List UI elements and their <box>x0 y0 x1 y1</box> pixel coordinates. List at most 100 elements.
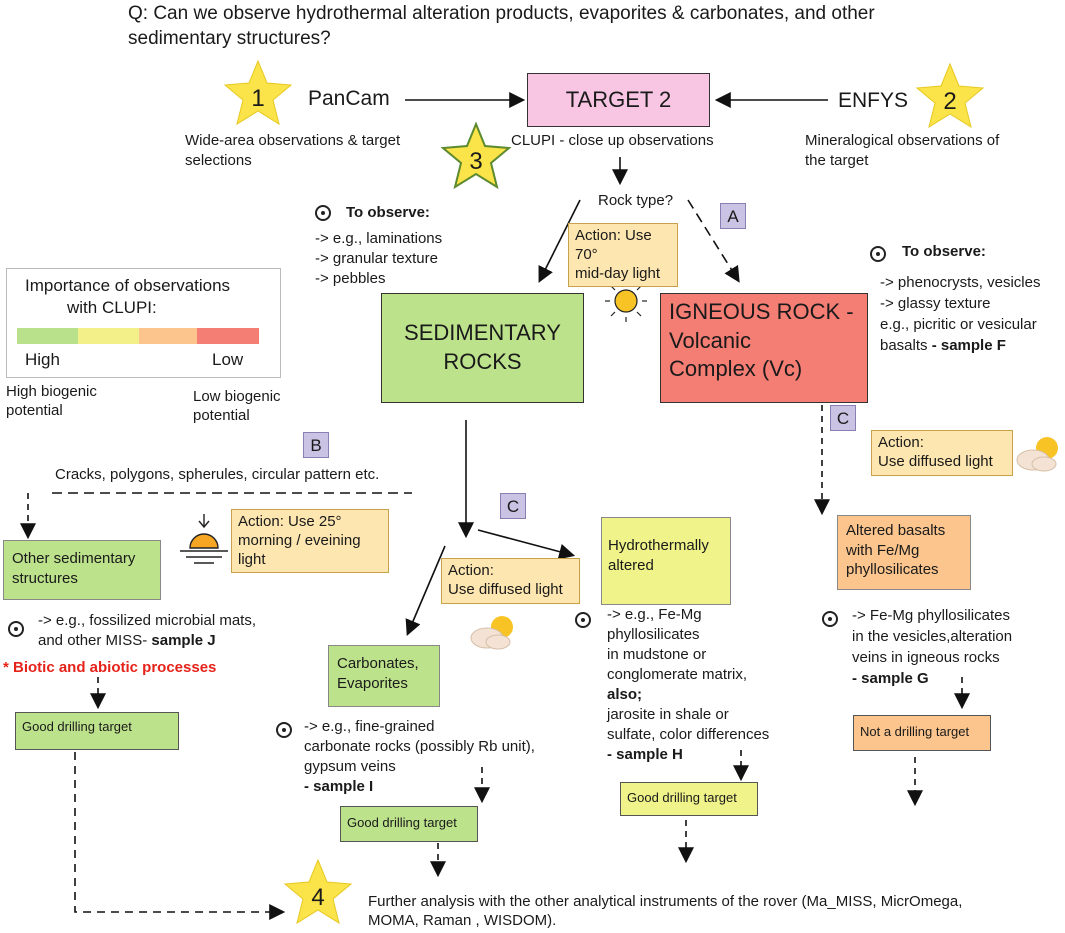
igneous-line-2: Volcanic <box>669 327 751 353</box>
observe-icon <box>276 722 292 738</box>
hydro-also: also; <box>607 686 643 703</box>
star-1-label: 1 <box>251 85 265 112</box>
pancam-label: PanCam <box>308 87 390 110</box>
carb-obs-2: carbonate rocks (possibly Rb unit), <box>304 738 535 755</box>
action-diffused-mid-line-1: Action: <box>448 562 494 579</box>
biotic-note: * Biotic and abiotic processes <box>3 659 217 676</box>
carbonates-line-1: Carbonates, <box>337 655 419 672</box>
hydro-line-2: altered <box>608 557 654 575</box>
observe-left-title: To observe: <box>346 204 430 221</box>
drill-target-other: Good drilling target <box>15 712 179 750</box>
pancam-desc-2: selections <box>185 152 252 169</box>
other-sed-line-1: Other sedimentary <box>12 550 136 567</box>
question-line-1: Q: Can we observe hydrothermal alteratio… <box>128 3 875 24</box>
enfys-desc-1: Mineralogical observations of <box>805 132 1000 149</box>
action-25-line-2: morning / eveining <box>238 531 361 549</box>
observe-right-item-2: -> glassy texture <box>880 295 991 312</box>
drill-target-hydro: Good drilling target <box>620 782 758 816</box>
low-biogenic-1: Low biogenic <box>193 388 281 405</box>
action-70-line-2: mid-day light <box>575 264 661 282</box>
action-25-line-3: light <box>238 550 266 568</box>
basalt-line-1: Altered basalts <box>846 522 946 539</box>
hydro-obs-5: jarosite in shale or <box>607 706 729 723</box>
arrow-other-final <box>74 752 286 920</box>
sample-i: - sample I <box>304 778 374 795</box>
action-diffused-right-box: Action: Use diffused light <box>871 430 1013 476</box>
carb-obs-1: -> e.g., fine-grained <box>304 718 435 735</box>
igneous-rock-box: IGNEOUS ROCK - Volcanic Complex (Vc) <box>660 293 868 403</box>
observe-icon <box>8 621 24 637</box>
other-sed-obs-1: -> e.g., fossilized microbial mats, <box>38 612 256 629</box>
altered-basalts-box: Altered basalts with Fe/Mg phyllosilicat… <box>837 515 971 590</box>
sample-g: - sample G <box>852 670 929 687</box>
basalt-obs-2: in the vesicles,alteration <box>852 628 1013 645</box>
star-icon-3 <box>440 121 512 190</box>
igneous-line-1: IGNEOUS ROCK - <box>669 299 854 324</box>
hydro-obs-3: in mudstone or <box>607 646 707 663</box>
action-70-box: Action: Use 70° mid-day light <box>568 223 678 288</box>
carbonates-box: Carbonates, Evaporites <box>328 645 440 707</box>
pancam-desc-1: Wide-area observations & target <box>185 132 401 149</box>
hydro-obs-1: -> e.g., Fe-Mg <box>607 606 702 623</box>
basalt-obs-1: -> Fe-Mg phyllosilicates <box>852 607 1010 624</box>
basalt-line-2: with Fe/Mg <box>846 541 920 559</box>
drill-target-carbonates: Good drilling target <box>340 806 478 842</box>
hydro-obs-2: phyllosilicates <box>607 626 700 643</box>
clupi-desc: CLUPI - close up observations <box>511 132 714 149</box>
sunrise-icon <box>180 514 228 564</box>
action-25-box: Action: Use 25° morning / eveining light <box>231 509 389 574</box>
igneous-line-3: Complex (Vc) <box>669 356 803 382</box>
final-desc-1: Further analysis with the other analytic… <box>368 893 963 910</box>
action-70-line-1: Action: Use 70° <box>575 227 652 263</box>
hydro-line-1: Hydrothermally <box>608 537 709 554</box>
tag-b: B <box>303 432 329 458</box>
observe-icon <box>870 246 886 262</box>
arrow-to-carbonates <box>405 545 446 636</box>
target-2-box: TARGET 2 <box>527 73 710 127</box>
star-4-label: 4 <box>311 884 325 911</box>
observe-right-basalts: basalts <box>880 337 928 354</box>
sample-j: sample J <box>151 632 216 649</box>
legend-swatch-2 <box>78 328 139 344</box>
star-icon-2 <box>915 62 985 129</box>
hydro-obs-6: sulfate, color differences <box>607 726 770 743</box>
high-biogenic-1: High biogenic <box>6 383 97 400</box>
tag-a: A <box>720 203 746 229</box>
final-desc-2: MOMA, Raman , WISDOM). <box>368 912 557 929</box>
sample-f: - sample F <box>931 337 1006 354</box>
tag-c-right: C <box>830 405 856 431</box>
star-2-label: 2 <box>943 88 957 115</box>
action-diffused-right-line-1: Action: <box>878 434 924 451</box>
question-line-2: sedimentary structures? <box>128 28 331 49</box>
observe-right-title: To observe: <box>902 243 986 260</box>
observe-icon <box>575 612 591 628</box>
other-sed-line-2: structures <box>12 569 78 587</box>
legend-title-1: Importance of observations <box>25 276 231 295</box>
enfys-label: ENFYS <box>838 89 909 112</box>
action-25-line-1: Action: Use 25° <box>238 513 342 530</box>
legend-title-2: with CLUPI: <box>67 298 157 317</box>
carb-obs-3: gypsum veins <box>304 758 396 775</box>
hydro-obs-4: conglomerate matrix, <box>607 666 748 683</box>
rock-type-label: Rock type? <box>598 192 674 209</box>
cloud-sun-icon-mid <box>470 616 513 650</box>
legend-swatch-4 <box>197 328 259 344</box>
hydrothermally-altered-box: Hydrothermally altered <box>601 517 731 605</box>
observe-right-item-4: basalts - sample F <box>880 337 1006 356</box>
enfys-desc-2: the target <box>805 152 869 169</box>
arrow-to-sedimentary <box>538 199 581 283</box>
other-sed-obs-2: and other MISS- sample J <box>38 632 216 651</box>
legend-low: Low <box>212 350 244 369</box>
action-diffused-mid-line-2: Use diffused light <box>448 580 563 598</box>
sedimentary-line-1: SEDIMENTARY <box>404 320 561 345</box>
star-icon-4 <box>283 858 353 925</box>
carbonates-line-2: Evaporites <box>337 674 408 692</box>
sedimentary-line-2: ROCKS <box>443 348 522 374</box>
legend-box: Importance of observations with CLUPI: H… <box>6 268 281 378</box>
legend-swatch-1 <box>17 328 78 344</box>
observe-icon <box>315 205 331 221</box>
observe-left-item-2: -> granular texture <box>315 250 438 267</box>
observe-left-item-1: -> e.g., laminations <box>315 230 443 247</box>
action-diffused-right-line-2: Use diffused light <box>878 452 993 470</box>
